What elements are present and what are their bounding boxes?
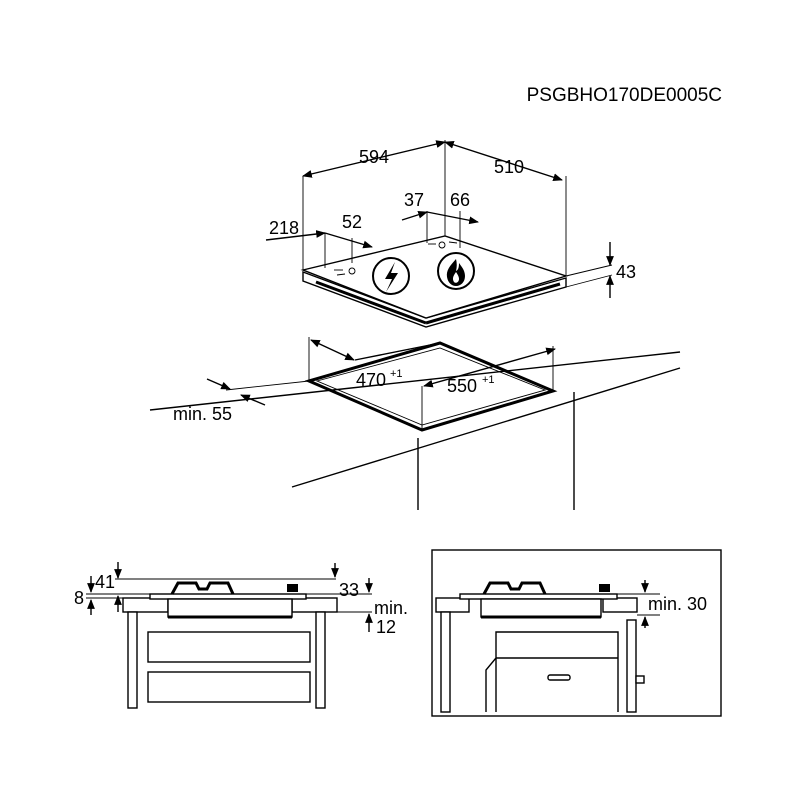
lightning-bolt-icon xyxy=(372,257,410,295)
min-label: min. xyxy=(374,598,408,618)
left-offset-label: 218 xyxy=(269,218,299,238)
dim-66-label: 66 xyxy=(450,190,470,210)
cutout-depth-tolerance: +1 xyxy=(390,368,403,380)
hob-width-label: 594 xyxy=(359,147,389,167)
hob-depth-label: 510 xyxy=(494,157,524,177)
min-30-label: min. 30 xyxy=(648,594,707,614)
cutout-depth-label: 470 xyxy=(356,370,386,390)
control-offset-label: 52 xyxy=(342,212,362,232)
drawing-code: PSGBHO170DE0005C xyxy=(527,85,722,106)
dim-33-label: 33 xyxy=(339,580,359,600)
flame-icon xyxy=(437,252,475,290)
min-12-label: 12 xyxy=(376,617,396,637)
cutout-width-label: 550 xyxy=(447,376,477,396)
hob-height-label: 43 xyxy=(616,262,636,282)
cabinet-section-right: min. 30 xyxy=(431,549,722,717)
worktop-drawing: 470 +1 550 +1 min. 55 xyxy=(149,337,681,510)
cabinet-section-left: 8 41 33 min. 12 xyxy=(74,562,408,709)
dim-41-label: 41 xyxy=(95,572,115,592)
cutout-width-tolerance: +1 xyxy=(482,374,495,386)
dim-37-label: 37 xyxy=(404,190,424,210)
min-edge-label: min. 55 xyxy=(173,404,232,424)
dim-8-label: 8 xyxy=(74,588,84,608)
hob-drawing: 594 510 218 52 37 66 43 xyxy=(265,140,636,328)
